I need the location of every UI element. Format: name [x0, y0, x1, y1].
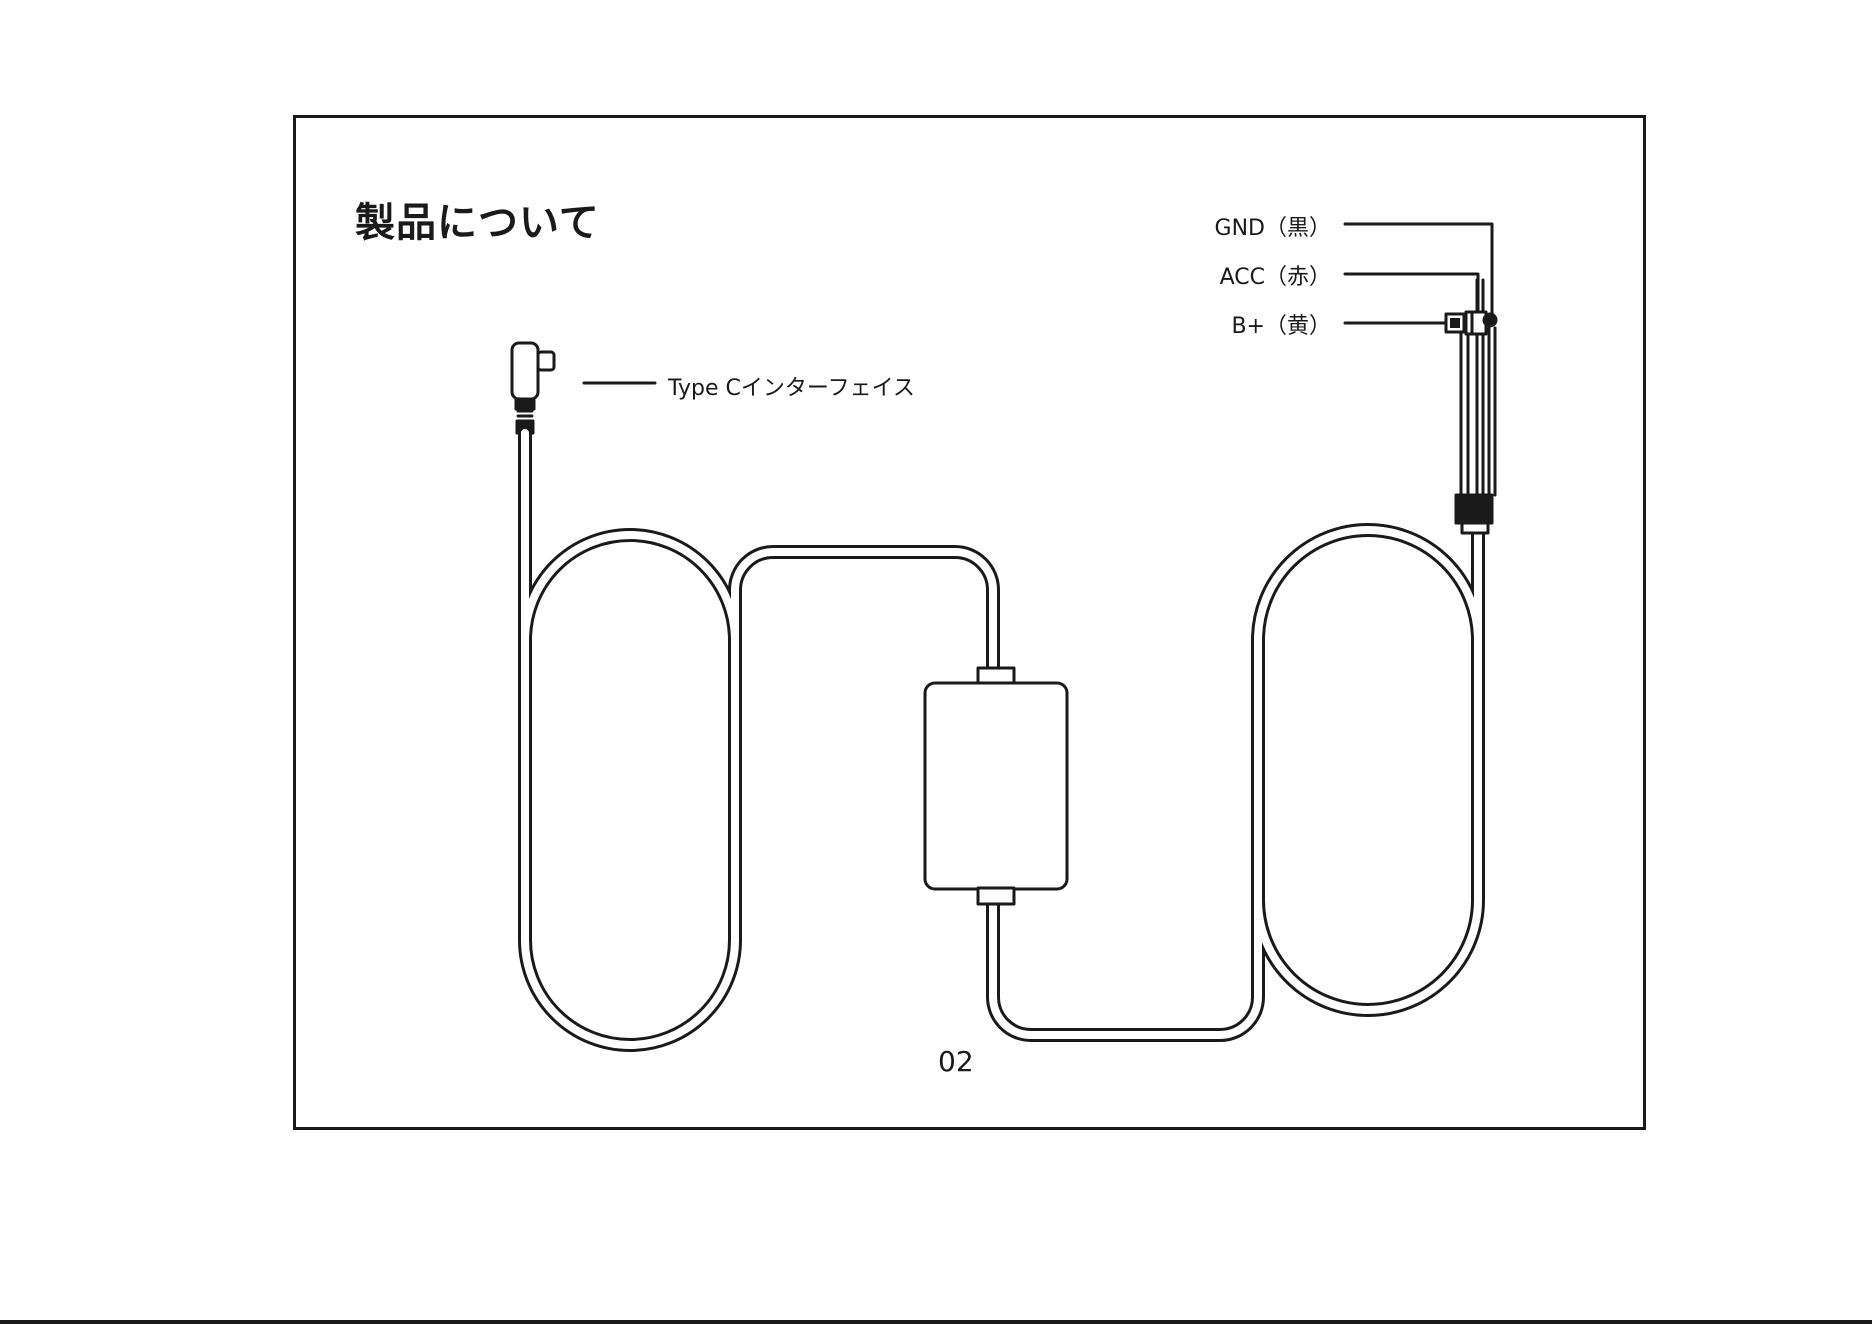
typec-connector — [512, 343, 554, 433]
gnd-wire-label: GND（黒） — [1215, 210, 1331, 242]
wire-callouts — [1345, 224, 1492, 323]
converter-box — [925, 668, 1067, 904]
page-number: 02 — [938, 1045, 974, 1078]
bottom-rule — [0, 1320, 1872, 1324]
bplus-wire-label: B+（黄） — [1231, 308, 1331, 340]
typec-interface-label: Type Cインターフェイス — [668, 370, 915, 402]
wire-splitter — [1456, 495, 1492, 533]
acc-wire-label: ACC（赤） — [1220, 259, 1331, 291]
